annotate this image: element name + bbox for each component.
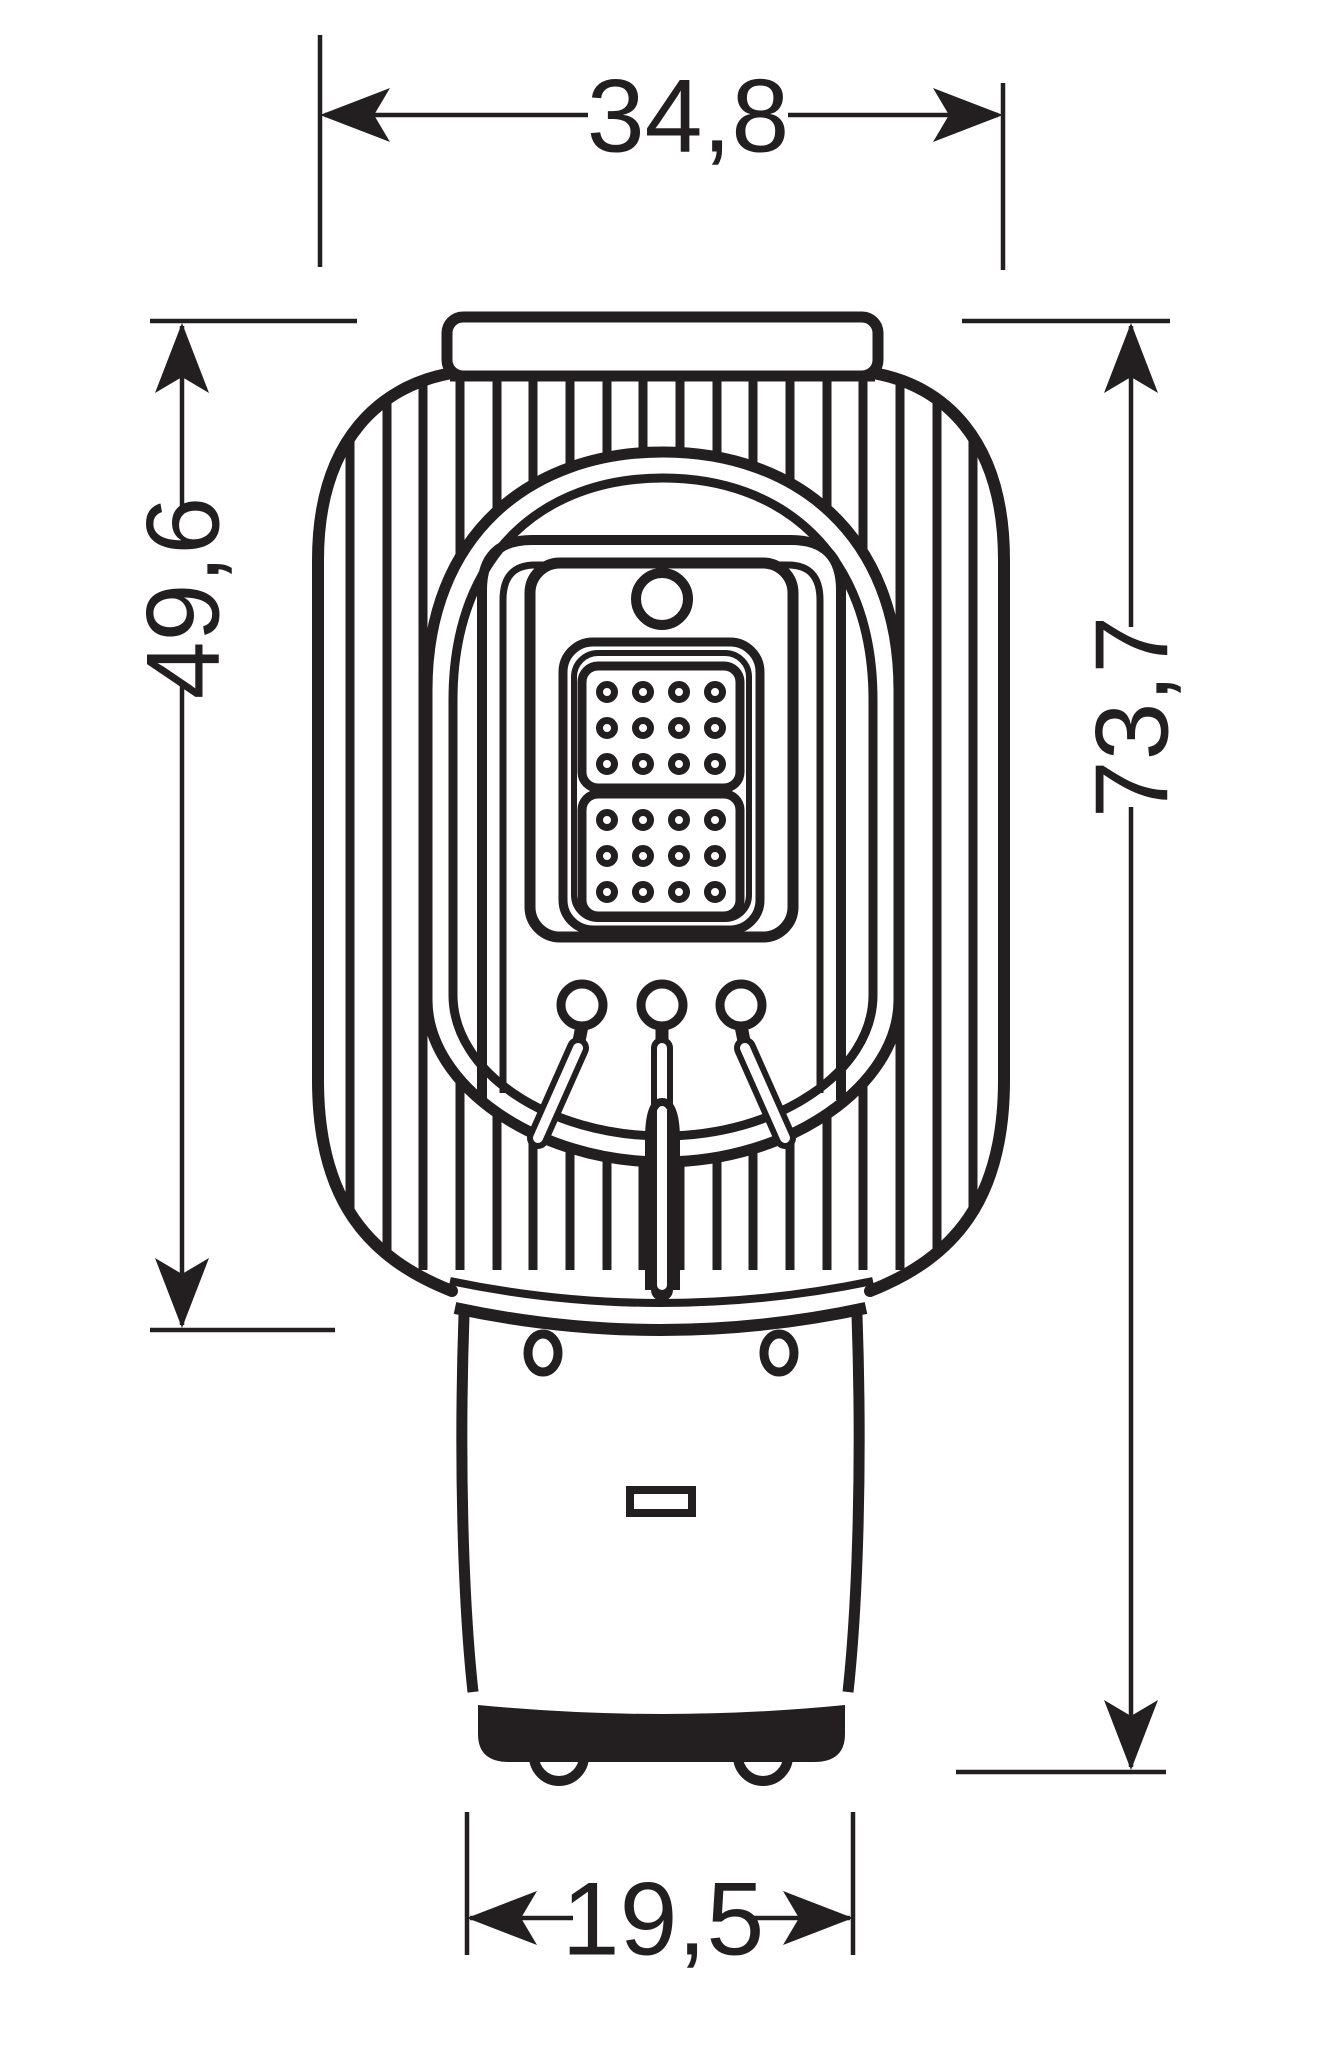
- base-side-left: [456, 1314, 479, 1693]
- arrow-down-icon: [1104, 1700, 1158, 1770]
- led-chip-upper: [577, 661, 745, 793]
- dimension-total-height: 73,7: [956, 318, 1190, 1775]
- base-side-right: [842, 1314, 865, 1693]
- base-insulator-band: [478, 1705, 845, 1762]
- arrow-right-icon: [783, 1891, 853, 1945]
- lead-loop-left: [556, 979, 608, 1031]
- window-hole: [631, 568, 693, 630]
- bulb-drawing: [312, 311, 1010, 1786]
- led-dot-grid: [596, 681, 726, 903]
- dimension-annotations: 34,8 49,6 73,7: [125, 35, 1190, 1977]
- led-chip-lower: [577, 789, 745, 921]
- base-slot: [626, 1486, 696, 1517]
- neck-flange-lower: [453, 1302, 868, 1336]
- base-pin-hole-right: [759, 1329, 799, 1377]
- arrow-down-icon: [155, 1258, 209, 1328]
- dim-label-total-height: 73,7: [1074, 616, 1190, 818]
- inner-wall-outer: [477, 535, 846, 1100]
- dimension-overall-width: 34,8: [317, 35, 1006, 270]
- arrow-right-icon: [933, 88, 1003, 142]
- arrow-left-icon: [467, 1891, 537, 1945]
- led-window: [524, 557, 799, 943]
- led-module: [558, 637, 765, 935]
- wire-center-sleeve: [645, 1097, 680, 1290]
- bayonet-base: [456, 1314, 865, 1786]
- dim-label-overall-width: 34,8: [587, 58, 789, 174]
- cavity-rim-outer: [421, 446, 905, 1168]
- dimension-body-height: 49,6: [125, 318, 357, 1333]
- neck-flange-upper: [449, 1277, 874, 1307]
- dim-label-base-width: 19,5: [562, 1861, 764, 1977]
- arrow-up-icon: [1104, 323, 1158, 393]
- dimension-base-width: 19,5: [464, 1812, 856, 1977]
- wire-leads: [527, 979, 796, 1301]
- cavity-rim-inner: [448, 473, 878, 1141]
- lead-loop-right: [715, 979, 767, 1031]
- lead-loop-center: [636, 979, 688, 1031]
- base-pin-hole-left: [523, 1329, 563, 1377]
- body-outline-right: [864, 368, 1010, 1297]
- top-cap: [441, 311, 884, 382]
- body-outline-left: [312, 368, 458, 1297]
- arrow-up-icon: [155, 323, 209, 393]
- arrow-left-icon: [320, 88, 390, 142]
- dim-label-body-height: 49,6: [125, 497, 241, 699]
